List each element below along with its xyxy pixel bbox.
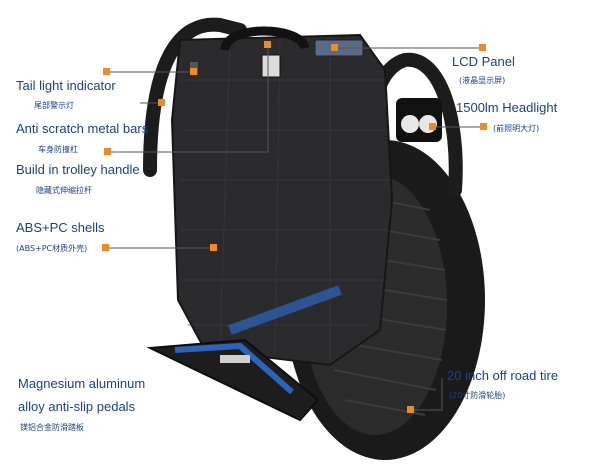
headlight-graphic bbox=[396, 98, 442, 142]
shells-label: ABS+PC shells bbox=[16, 220, 105, 235]
rear-bar-graphic bbox=[143, 17, 247, 177]
lcd-sub: (液晶显示屏) bbox=[459, 76, 506, 85]
tire-sub: (20寸防滑轮胎) bbox=[449, 391, 506, 400]
tail-light-sub: 尾部警示灯 bbox=[34, 101, 74, 110]
marker-headlight-left bbox=[429, 123, 436, 130]
trolley-sub: 隐藏式伸缩拉杆 bbox=[36, 186, 92, 195]
shells-sub: (ABS+PC材质外壳) bbox=[16, 244, 88, 253]
trolley-label: Build in trolley handle bbox=[16, 162, 140, 177]
marker-headlight-right bbox=[480, 123, 487, 130]
tire-label: 20 inch off road tire bbox=[447, 368, 559, 383]
leader-lines bbox=[106, 47, 482, 411]
pedals-label-line1: Magnesium aluminum bbox=[18, 376, 146, 391]
marker-lcd-right bbox=[479, 44, 486, 51]
tail-light-label: Tail light indicator bbox=[16, 78, 116, 93]
marker-shells-left bbox=[102, 244, 109, 251]
trolley-slot-graphic bbox=[261, 54, 281, 78]
marker-tail-light-left bbox=[103, 68, 110, 75]
shell-logo-graphic bbox=[228, 285, 342, 335]
marker-metal-bars bbox=[158, 99, 165, 106]
lcd-label: LCD Panel bbox=[452, 54, 515, 69]
headlight-sub: (前照明大灯) bbox=[493, 124, 540, 133]
headlight-label: 1500lm Headlight bbox=[456, 100, 558, 115]
pedals-label-line2: alloy anti-slip pedals bbox=[18, 399, 136, 414]
marker-tire bbox=[407, 406, 414, 413]
pedal-graphic bbox=[146, 338, 320, 422]
marker-tail-light-right bbox=[190, 68, 197, 75]
marker-shells-right bbox=[210, 244, 217, 251]
marker-trolley-left bbox=[104, 148, 111, 155]
pedals-sub: 镁铝合金防滑踏板 bbox=[20, 423, 84, 432]
metal-bars-sub: 车身防撞杠 bbox=[38, 145, 78, 154]
marker-lcd-left bbox=[331, 44, 338, 51]
metal-bars-label: Anti scratch metal bars bbox=[16, 121, 149, 136]
top-handle-graphic bbox=[220, 26, 310, 52]
marker-trolley-top bbox=[264, 41, 271, 48]
